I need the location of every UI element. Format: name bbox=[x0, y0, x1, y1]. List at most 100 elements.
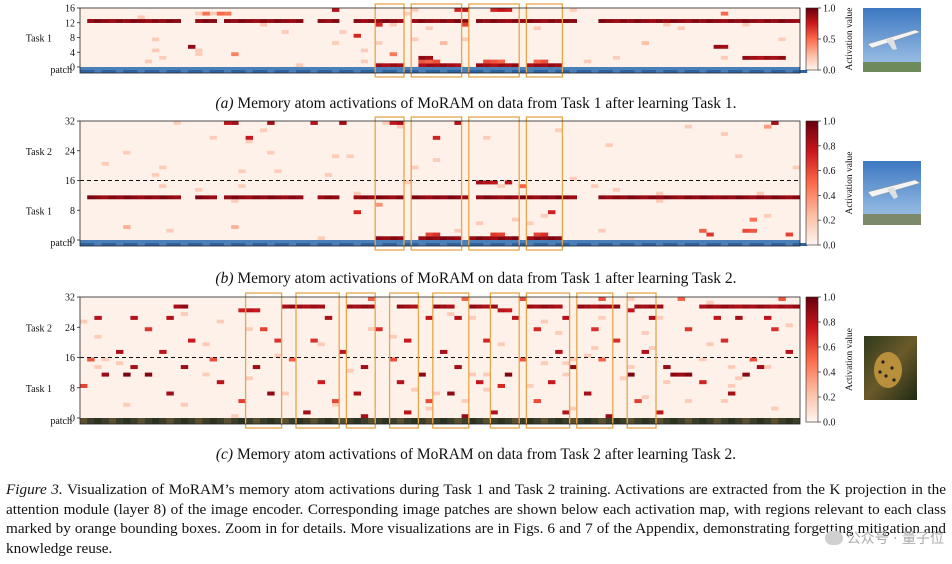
heatmap-cell bbox=[526, 63, 534, 68]
heatmap-cell bbox=[245, 195, 253, 200]
heatmap-cell-faint bbox=[209, 135, 217, 140]
patch-tile bbox=[317, 243, 332, 246]
heatmap-cell bbox=[512, 236, 520, 241]
heatmap-cell bbox=[749, 55, 757, 60]
heatmap-cell-faint bbox=[605, 143, 613, 148]
heatmap-cell bbox=[432, 236, 441, 241]
colorbar-tick-label: 0.2 bbox=[823, 393, 836, 404]
y-tick-label: 4 bbox=[70, 48, 75, 59]
heatmap-cell bbox=[756, 304, 765, 309]
patch-tile bbox=[360, 70, 376, 73]
heatmap-cell bbox=[389, 52, 397, 57]
heatmap-cell bbox=[476, 304, 484, 309]
patch-tile bbox=[80, 418, 88, 424]
heatmap-cell bbox=[735, 304, 743, 309]
region-box bbox=[388, 292, 420, 429]
heatmap-cell bbox=[555, 349, 563, 354]
region-box bbox=[374, 116, 405, 251]
patch-tile bbox=[296, 418, 304, 424]
heatmap-cell-faint bbox=[677, 26, 685, 31]
heatmap-cell-faint bbox=[245, 327, 253, 332]
heatmap-cell bbox=[425, 236, 433, 241]
heatmap-cell bbox=[447, 195, 455, 200]
heatmap-cell bbox=[648, 195, 657, 200]
heatmap-cell-faint bbox=[123, 150, 131, 155]
heatmap-cell bbox=[526, 19, 534, 23]
heatmap-cell bbox=[224, 19, 232, 23]
heatmap-frame bbox=[79, 7, 801, 74]
heatmap-cell-faint bbox=[641, 331, 649, 335]
heatmap-cell-faint bbox=[389, 334, 397, 339]
heatmap-cell bbox=[418, 59, 426, 64]
heatmap-cell-faint bbox=[317, 236, 325, 240]
heatmap-cell-faint bbox=[569, 8, 577, 12]
heatmap-cell bbox=[144, 195, 153, 200]
heatmap-cell bbox=[504, 8, 513, 12]
patch-tile bbox=[728, 418, 736, 424]
heatmap-cell bbox=[648, 315, 657, 320]
heatmap-cell-faint bbox=[562, 361, 570, 366]
heatmap-cell bbox=[612, 19, 621, 23]
heatmap-cell-faint bbox=[764, 213, 772, 218]
heatmap-cell bbox=[778, 55, 786, 60]
heatmap-cell bbox=[699, 19, 707, 23]
heatmap-cell bbox=[396, 380, 405, 385]
y-tick-label: 32 bbox=[65, 117, 75, 128]
heatmap-cell bbox=[720, 195, 729, 200]
heatmap-cell bbox=[764, 304, 772, 309]
heatmap-cell bbox=[670, 195, 678, 200]
heatmap-cell bbox=[231, 195, 239, 200]
heatmap-cell-faint bbox=[526, 221, 534, 226]
colorbar-tick-label: 0.8 bbox=[823, 318, 836, 329]
heatmap-cell bbox=[324, 19, 333, 23]
heatmap-cell bbox=[303, 304, 311, 309]
heatmap-cell bbox=[634, 19, 642, 23]
heatmap-cell-faint bbox=[360, 59, 368, 64]
heatmap-cell bbox=[656, 19, 664, 23]
heatmap-cell bbox=[749, 228, 757, 233]
heatmap-cell bbox=[87, 19, 95, 23]
heatmap-cell bbox=[360, 304, 369, 309]
heatmap-cell-faint bbox=[80, 319, 88, 324]
heatmap-cell bbox=[627, 372, 635, 377]
heatmap-cell bbox=[699, 380, 707, 385]
heatmap-cell-faint bbox=[728, 383, 736, 388]
patch-tile bbox=[80, 243, 95, 246]
heatmap-cell-faint bbox=[260, 128, 268, 133]
heatmap-cell bbox=[749, 357, 757, 362]
colorbar bbox=[805, 296, 819, 423]
heatmap-cell-faint bbox=[173, 121, 181, 125]
patch-tile bbox=[80, 70, 95, 73]
y-tick-label: 8 bbox=[70, 383, 75, 394]
heatmap-cell bbox=[490, 195, 498, 200]
heatmap-cell bbox=[728, 304, 736, 309]
heatmap-cell bbox=[612, 304, 621, 309]
heatmap-cell bbox=[519, 297, 527, 301]
heatmap-cell bbox=[317, 195, 325, 200]
heatmap-cell bbox=[490, 59, 498, 64]
heatmap-cell bbox=[627, 195, 635, 200]
heatmap-cell bbox=[267, 19, 275, 23]
heatmap-cell bbox=[425, 59, 433, 64]
patch-tile bbox=[425, 70, 440, 73]
patch-tile bbox=[468, 418, 476, 424]
heatmap-cell bbox=[749, 304, 757, 309]
heatmap-cell bbox=[584, 391, 592, 396]
heatmap-cell bbox=[634, 399, 642, 404]
heatmap-cell bbox=[87, 357, 95, 362]
heatmap-cell bbox=[360, 365, 369, 370]
heatmap-cell bbox=[339, 349, 347, 354]
heatmap-cell bbox=[706, 232, 714, 237]
colorbar bbox=[805, 120, 819, 246]
heatmap-cell bbox=[267, 121, 275, 125]
patch-tile bbox=[684, 418, 692, 424]
region-box bbox=[576, 292, 614, 429]
heatmap-cell-faint bbox=[238, 169, 246, 174]
heatmap-cell bbox=[202, 11, 210, 16]
heatmap-cell bbox=[540, 304, 549, 309]
y-tick-label: 16 bbox=[65, 176, 75, 187]
patch-tile bbox=[101, 70, 116, 73]
heatmap-cell-faint bbox=[569, 176, 577, 181]
patch-tile bbox=[771, 70, 786, 73]
